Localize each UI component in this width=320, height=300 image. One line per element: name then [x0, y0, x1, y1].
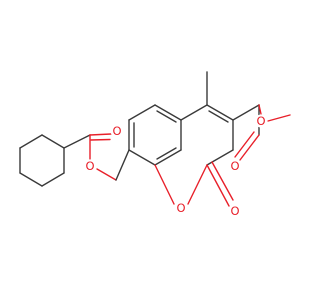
benzene-double-bond: [156, 110, 177, 123]
cyclohexane-bond: [19, 134, 43, 149]
atom-label-o: O: [112, 124, 121, 138]
ch2-bond: [232, 104, 260, 121]
methoxy-bond: [267, 114, 291, 122]
molecule-structure-diagram: O O O O O O: [19, 71, 291, 218]
atom-lactone-carbonyl-oxygen: O: [228, 204, 242, 218]
cyclohexyl-carbonyl-bond: [63, 134, 91, 149]
atom-label-o: O: [85, 159, 94, 173]
cyclohexane-bond: [19, 172, 43, 187]
ester-carbonyl-bond: [90, 138, 111, 141]
pyranone-bond: [206, 149, 234, 166]
pyranone-double-bond: [208, 110, 229, 123]
benzene-bond: [154, 104, 182, 121]
aryl-o-bond: [115, 149, 130, 181]
benzene-bond: [128, 104, 156, 121]
pyranone-ring-o-bond: [154, 164, 175, 205]
atom-label-o: O: [230, 159, 239, 173]
ester-carbonyl-bond: [89, 133, 112, 136]
atom-label-o: O: [230, 204, 239, 218]
methyl-ester-carbonyl-bond: [234, 131, 255, 158]
lactone-carbonyl-bond: [211, 161, 234, 201]
atom-label-o: O: [176, 201, 185, 215]
benzene-bond: [154, 149, 182, 166]
atom-label-o: O: [256, 114, 265, 128]
bond-layer: [19, 71, 291, 207]
methyl-ester-carbonyl-bond: [239, 134, 260, 161]
pyranone-bond: [180, 104, 208, 121]
ester-o-aryl-bond: [96, 168, 117, 181]
cyclohexane-bond: [41, 172, 65, 187]
atom-ester-carbonyl-oxygen: O: [110, 124, 124, 138]
pyranone-bond: [206, 104, 234, 121]
atom-methyl-ester-link-oxygen: O: [254, 114, 268, 128]
atom-ring-oxygen: O: [174, 201, 188, 215]
methyl-ester-link-bond: [258, 104, 262, 115]
atom-methyl-ester-carbonyl-oxygen: O: [228, 159, 242, 173]
benzene-bond: [128, 149, 156, 166]
benzene-double-bond: [156, 147, 177, 160]
lactone-carbonyl-bond: [206, 164, 230, 207]
atom-ester-link-oxygen: O: [83, 159, 97, 173]
cyclohexane-bond: [41, 134, 65, 149]
pyranone-ring-o-bond: [187, 164, 208, 205]
atom-label-layer: O O O O O O: [83, 114, 268, 218]
